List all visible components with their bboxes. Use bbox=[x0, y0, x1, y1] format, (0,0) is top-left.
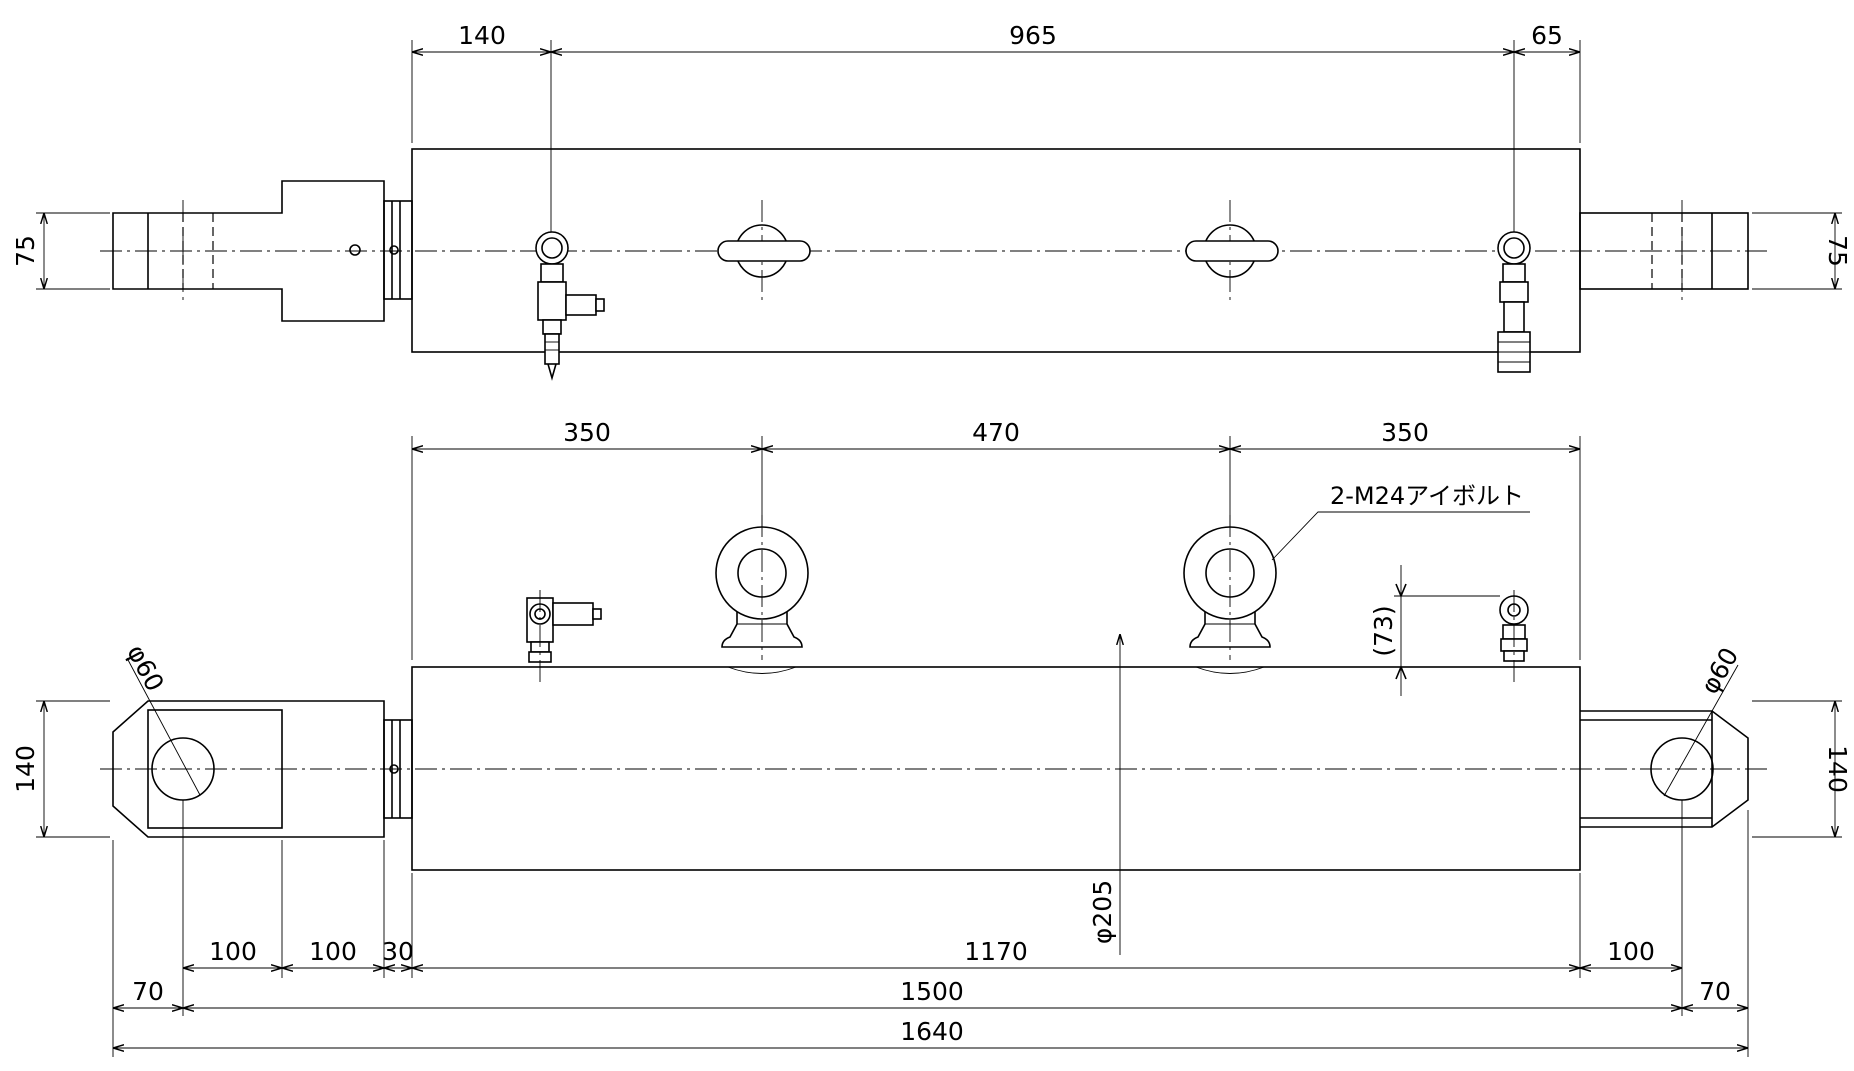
dim-350-left: 350 bbox=[563, 418, 611, 447]
port-fitting-front-right bbox=[1499, 590, 1529, 685]
barrel-front bbox=[411, 666, 1581, 871]
port-fitting-top-left bbox=[535, 231, 605, 381]
dim-70-right: 70 bbox=[1699, 977, 1731, 1006]
port-fitting-top-right bbox=[1497, 231, 1531, 373]
dim-470: 470 bbox=[972, 418, 1020, 447]
dim-1640: 1640 bbox=[900, 1017, 964, 1046]
dim-70-left: 70 bbox=[132, 977, 164, 1006]
eyebolt-note: 2-M24アイボルト bbox=[1330, 482, 1524, 510]
dim-140-left: 140 bbox=[11, 745, 40, 793]
dim-phi-60-left: φ60 bbox=[121, 640, 169, 696]
dim-75-right: 75 bbox=[1823, 235, 1852, 267]
eyebolt-top-left bbox=[717, 224, 811, 278]
top-view: 140 965 65 bbox=[11, 21, 1852, 381]
dim-100-a: 100 bbox=[209, 937, 257, 966]
dim-1170: 1170 bbox=[964, 937, 1028, 966]
barrel-top bbox=[411, 148, 1581, 353]
dim-140-right: 140 bbox=[1823, 745, 1852, 793]
eyebolt-top-right bbox=[1185, 224, 1279, 278]
dim-phi-60-right: φ60 bbox=[1695, 643, 1744, 699]
dim-30: 30 bbox=[382, 937, 414, 966]
dim-75-left: 75 bbox=[11, 235, 40, 267]
dim-73: (73) bbox=[1369, 605, 1398, 656]
left-rod-clevis-top bbox=[112, 180, 385, 322]
dim-100-c: 100 bbox=[1607, 937, 1655, 966]
dim-965: 965 bbox=[1009, 21, 1057, 50]
dim-1500: 1500 bbox=[900, 977, 964, 1006]
dim-140-top: 140 bbox=[458, 21, 506, 50]
front-view: 350 470 350 bbox=[11, 418, 1852, 1057]
dim-350-right: 350 bbox=[1381, 418, 1429, 447]
dim-100-b: 100 bbox=[309, 937, 357, 966]
port-fitting-front-left bbox=[526, 590, 602, 685]
dim-phi-205: φ205 bbox=[1088, 880, 1117, 944]
dim-65: 65 bbox=[1531, 21, 1563, 50]
